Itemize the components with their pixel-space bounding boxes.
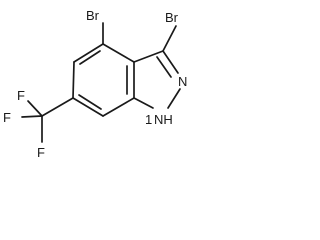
bond-c3-n2 — [162, 50, 179, 74]
nh-label: NH — [154, 112, 173, 127]
bond-c3a-c3 — [133, 50, 164, 63]
bond-c6-cf3 — [41, 97, 74, 117]
bond-cf3-f-left — [21, 115, 43, 118]
bond-c7-c7a — [102, 97, 135, 117]
double-bond-c4-c5 — [79, 50, 101, 65]
nh-locant-label: 1 — [145, 112, 152, 127]
fluorine-label-left: F — [3, 110, 11, 125]
double-bond-c6-c7 — [78, 94, 102, 110]
double-bond-c3-n2 — [156, 56, 172, 78]
fluorine-label-bottom: F — [37, 145, 45, 160]
bond-n2-n1 — [167, 88, 181, 109]
fluorine-label-top: F — [17, 88, 25, 103]
bond-c4-c5 — [73, 43, 104, 63]
bond-n1-c7a — [133, 97, 154, 109]
bond-c3-br — [162, 25, 177, 52]
bromine-label-right: Br — [165, 10, 179, 25]
bond-c6-c7 — [72, 97, 104, 117]
nitrogen-label: N — [178, 74, 187, 89]
bond-c5-c6 — [72, 61, 75, 99]
bromine-label-top: Br — [86, 8, 100, 23]
chemical-structure: Br Br N NH 1 F F F — [3, 8, 187, 160]
bond-cf3-f-top — [27, 100, 43, 117]
bond-c3a-c4 — [102, 43, 135, 63]
